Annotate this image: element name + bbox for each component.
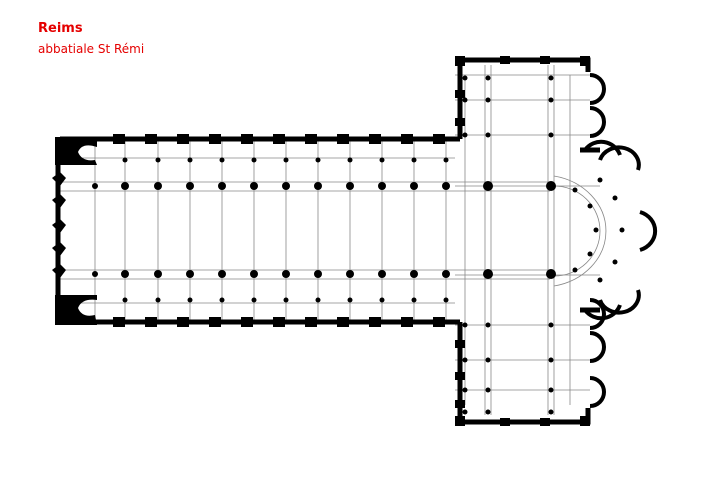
- transept-buttresses: [455, 56, 590, 426]
- north-buttresses: [113, 134, 445, 144]
- radiating-chapels: [583, 73, 658, 408]
- page-title: Reims: [38, 21, 83, 36]
- aisle-piers: [122, 75, 625, 415]
- west-towers: [52, 137, 97, 325]
- nave-piers: [92, 181, 556, 279]
- plan-walls: [55, 57, 600, 425]
- page-subtitle: abbatiale St Rémi: [38, 42, 145, 56]
- south-buttresses: [113, 317, 445, 327]
- plan-guide-lines: [60, 65, 607, 415]
